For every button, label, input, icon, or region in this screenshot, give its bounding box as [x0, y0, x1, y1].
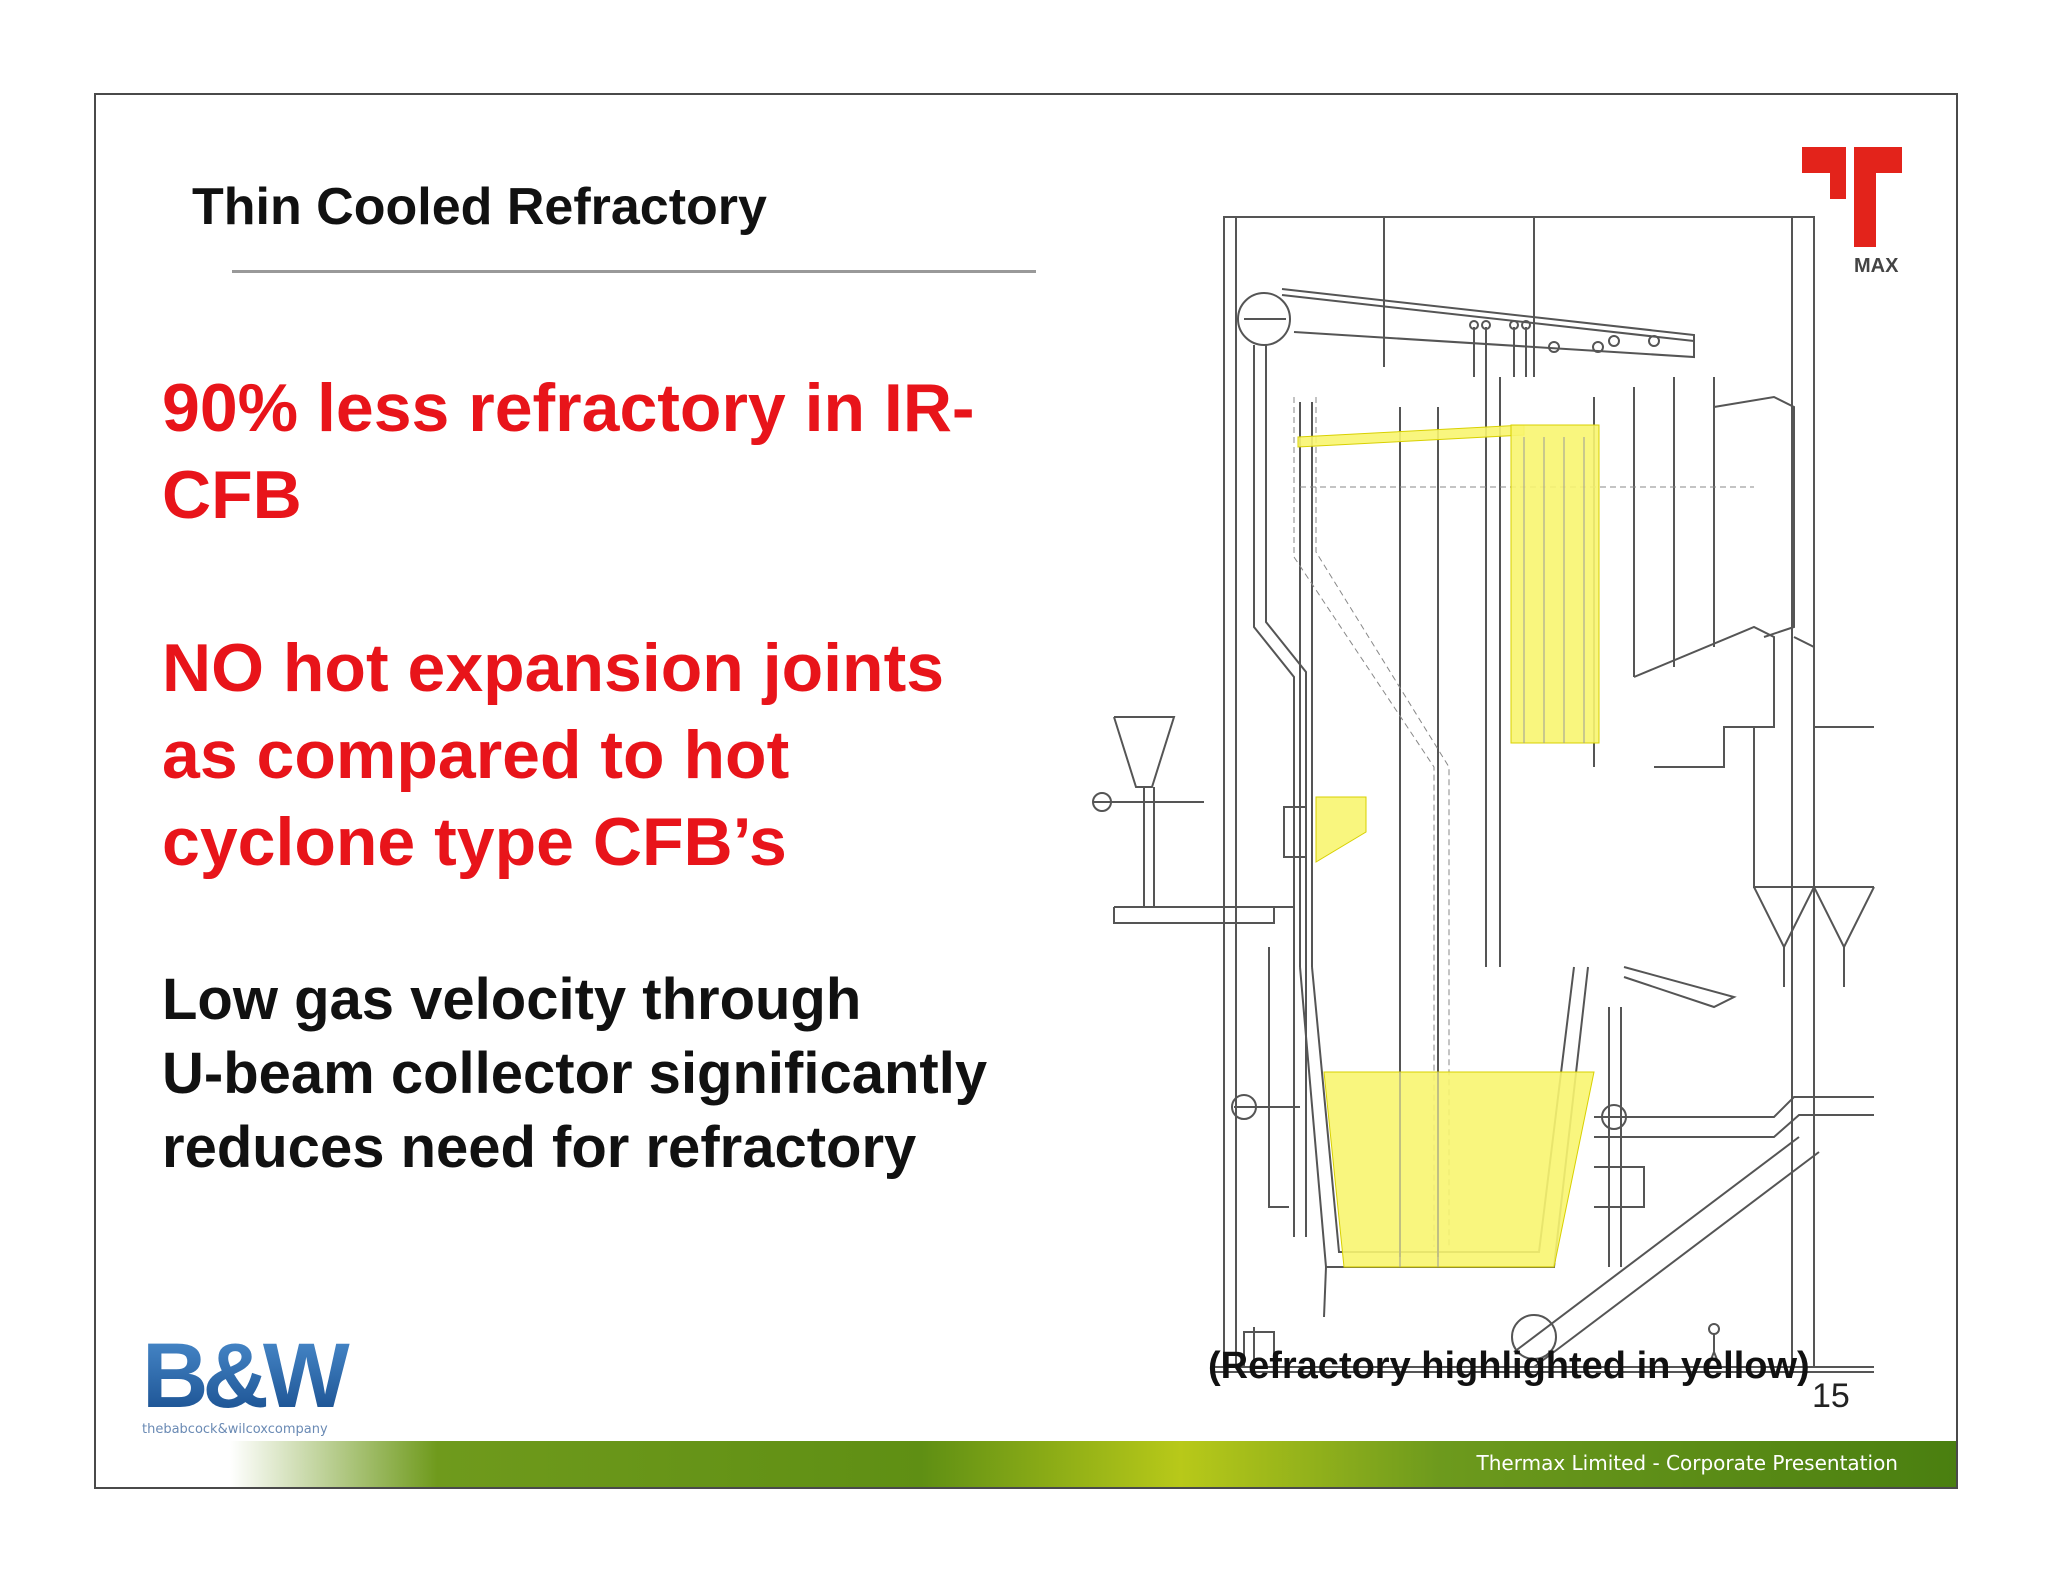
bullet-line: 90% less refractory in IR- [162, 370, 975, 446]
bullet-refractory-reduction: 90% less refractory in IR- CFB [162, 365, 1062, 539]
bullet-expansion-joints: NO hot expansion joints as compared to h… [162, 625, 1062, 886]
footer-text: Thermax Limited - Corporate Presentation [1476, 1451, 1898, 1475]
bw-logo-text: B&W [142, 1325, 350, 1427]
footer-bar: Thermax Limited - Corporate Presentation [230, 1441, 1956, 1487]
slide-title: Thin Cooled Refractory [192, 178, 767, 236]
bullet-line: cyclone type CFB’s [162, 804, 787, 880]
bullet-line: NO hot expansion joints [162, 630, 945, 706]
babcock-wilcox-logo-icon: B&W thebabcock&wilcoxcompany [142, 1325, 356, 1437]
bullet-line: Low gas velocity through [162, 967, 862, 1032]
cfb-boiler-diagram [1092, 216, 1875, 1373]
bullet-line: U-beam collector significantly [162, 1041, 988, 1106]
title-underline [232, 270, 1036, 273]
page-number: 15 [1812, 1377, 1850, 1415]
bullet-gas-velocity: Low gas velocity through U-beam collecto… [162, 963, 1092, 1185]
diagram-caption: (Refractory highlighted in yellow) [1208, 1345, 1810, 1387]
slide: Thin Cooled Refractory 90% less refracto… [94, 93, 1958, 1489]
bullet-line: reduces need for refractory [162, 1115, 917, 1180]
bullet-line: CFB [162, 457, 302, 533]
thermax-logo-text: MAX [1854, 255, 1899, 277]
bw-logo-tagline: thebabcock&wilcoxcompany [142, 1422, 328, 1437]
bullet-line: as compared to hot [162, 717, 790, 793]
thermax-logo-icon [1802, 147, 1902, 247]
